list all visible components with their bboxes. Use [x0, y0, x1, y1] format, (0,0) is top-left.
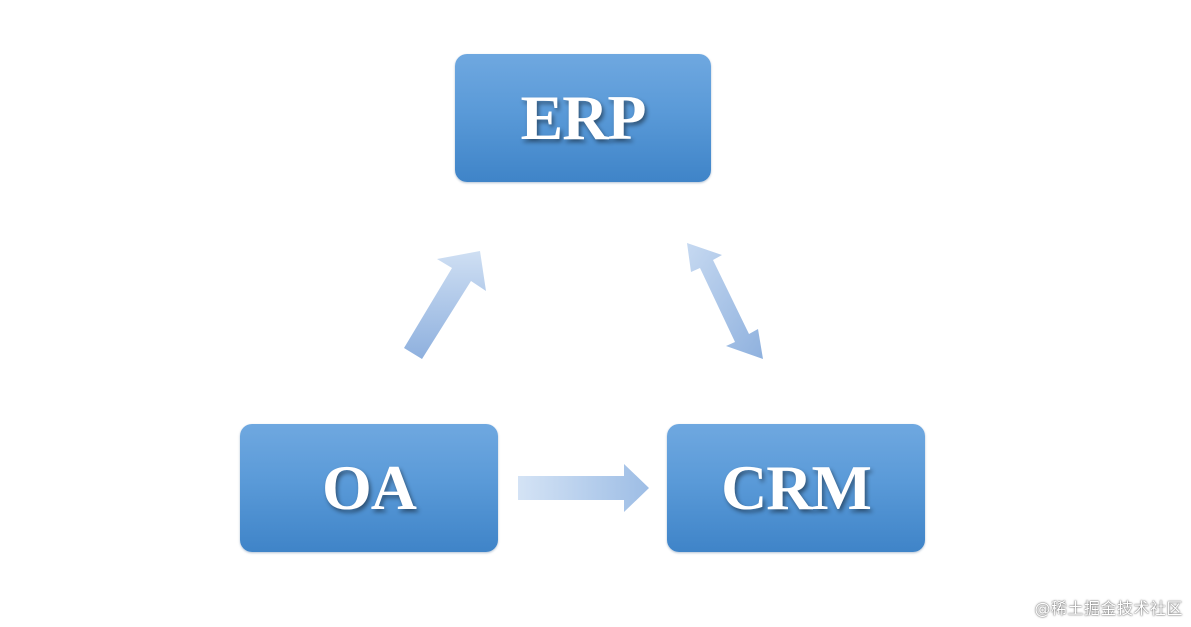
- watermark: @稀土掘金技术社区: [1034, 599, 1183, 618]
- arrow-oa-to-crm: [518, 464, 649, 512]
- node-crm: CRM: [667, 424, 925, 552]
- node-erp-label: ERP: [520, 82, 647, 153]
- arrow-oa-to-erp: [404, 251, 486, 359]
- node-oa-label: OA: [322, 452, 417, 523]
- arrow-erp-crm: [687, 243, 763, 359]
- node-oa: OA: [240, 424, 498, 552]
- node-erp: ERP: [455, 54, 711, 182]
- node-crm-label: CRM: [721, 452, 872, 523]
